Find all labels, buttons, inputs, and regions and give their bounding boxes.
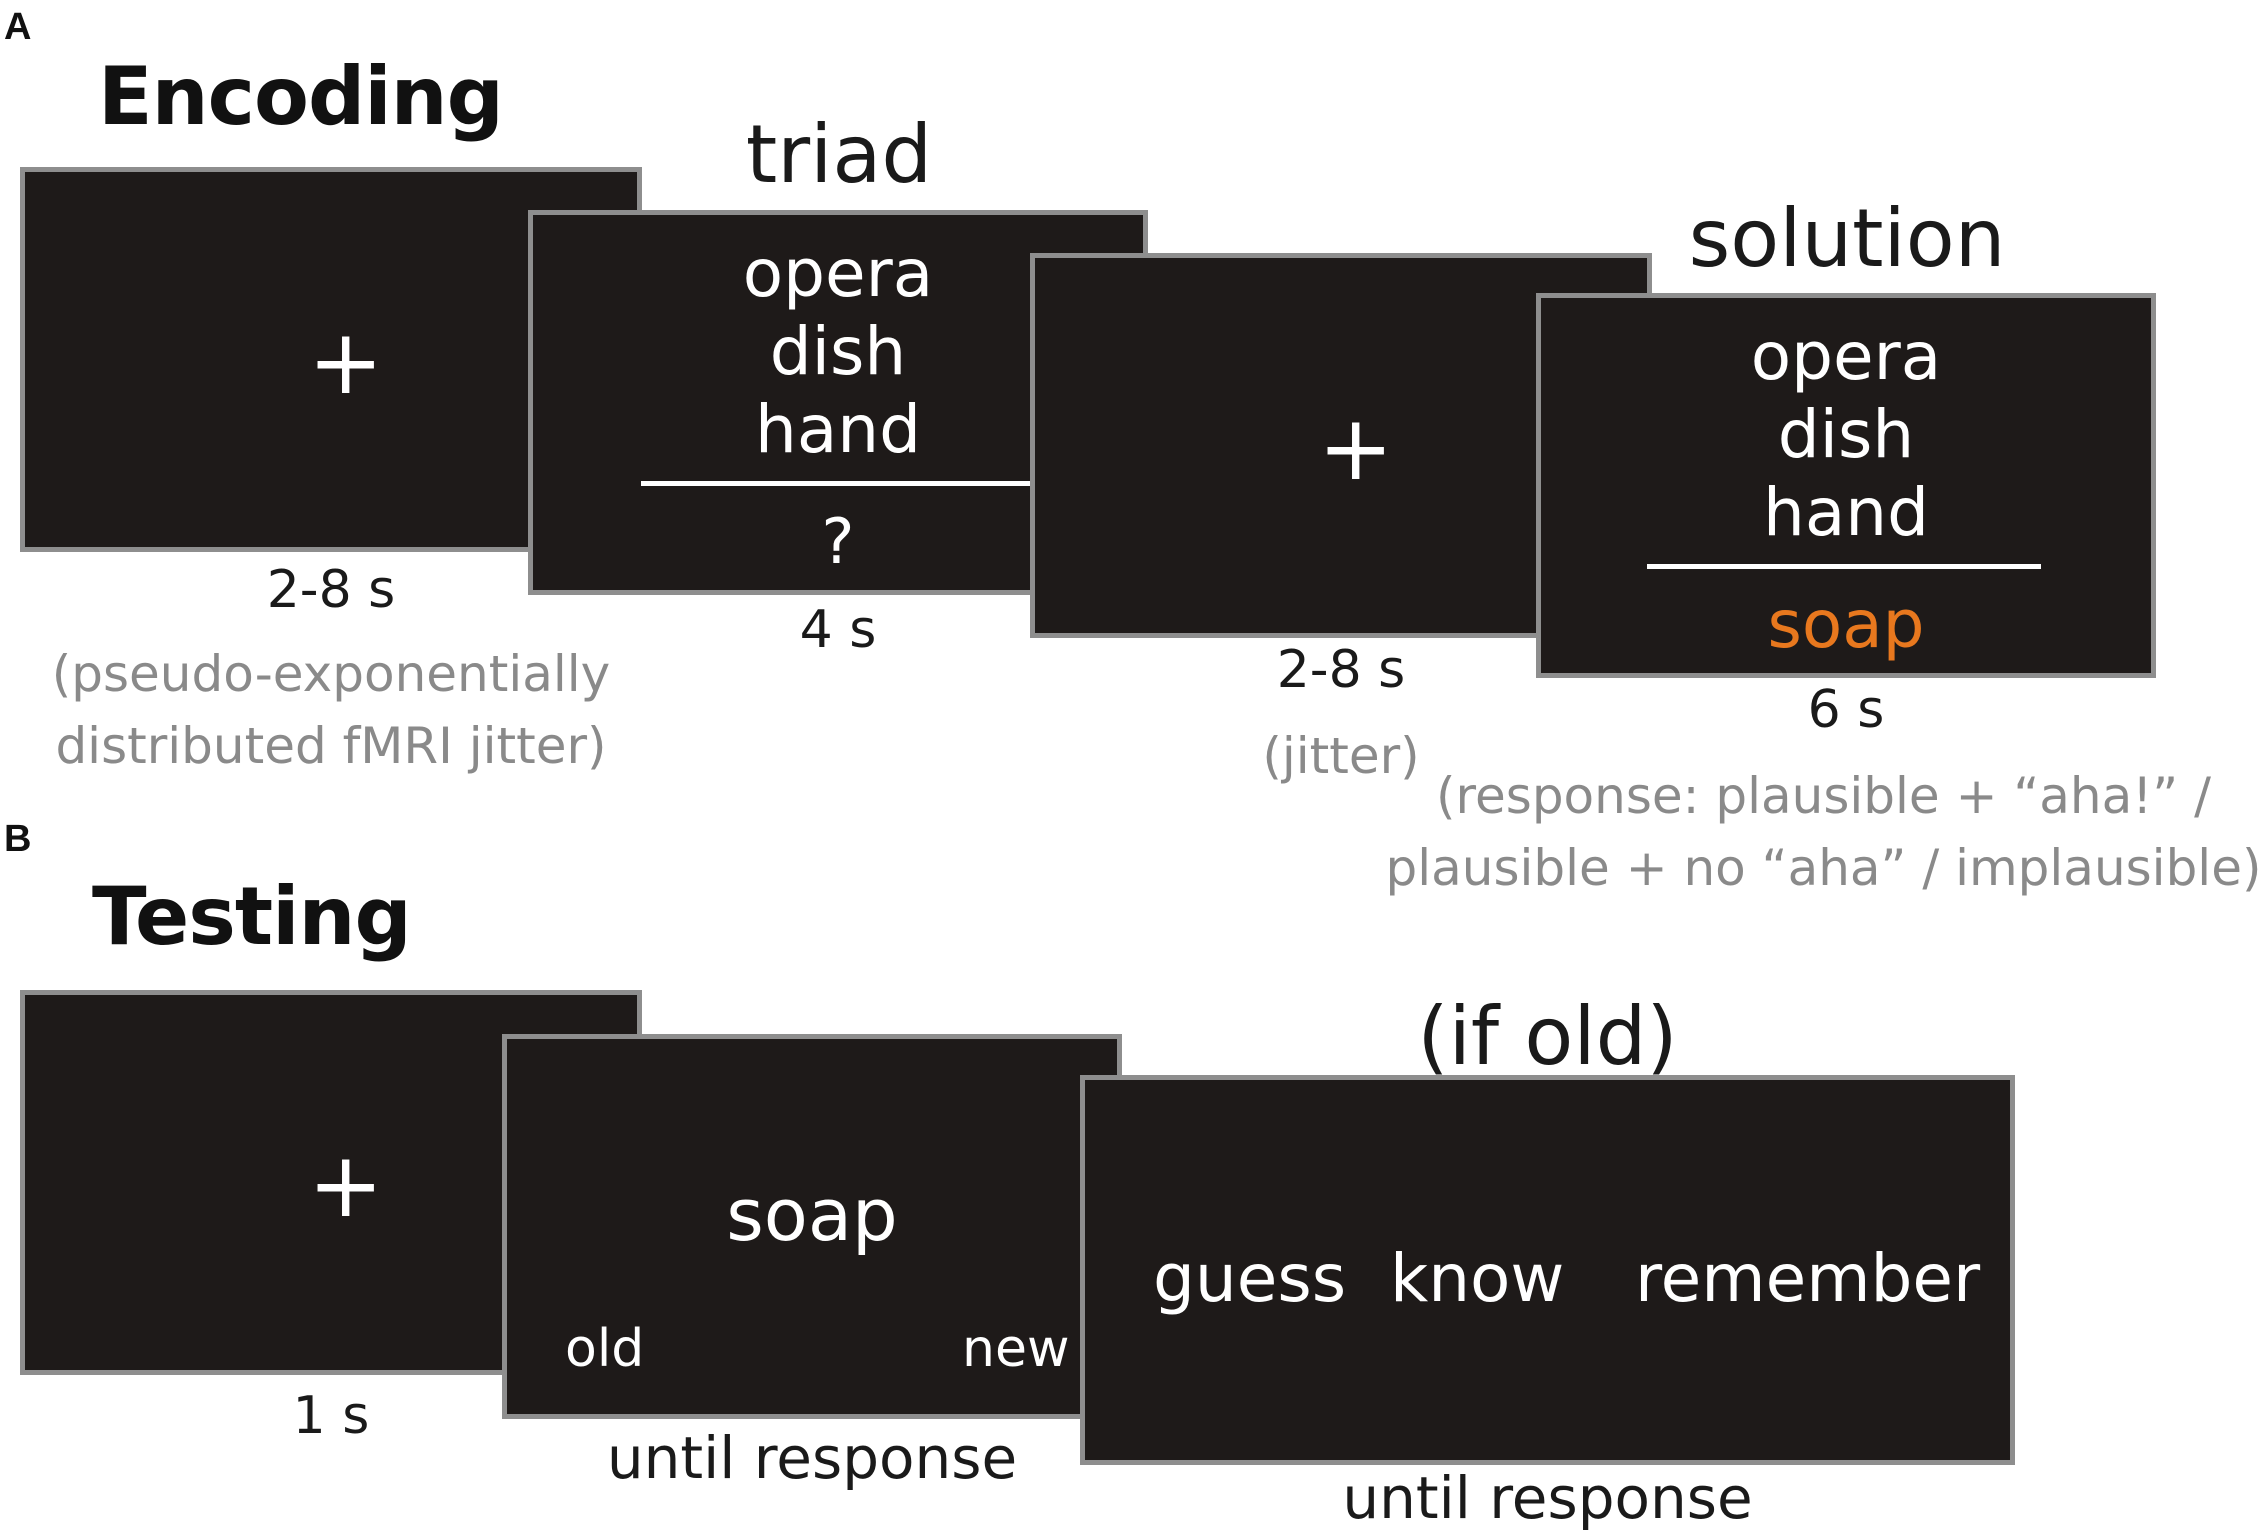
encoding-title: Encoding bbox=[98, 50, 504, 143]
recognition-screen: soap old new bbox=[502, 1034, 1122, 1419]
testing-title: Testing bbox=[92, 870, 412, 963]
solution-response-note-2: plausible + no “aha” / implausible) bbox=[1385, 839, 2262, 897]
triad-duration: 4 s bbox=[799, 600, 877, 660]
solution-title: solution bbox=[1688, 192, 2006, 285]
fixation-cross-icon: + bbox=[1318, 396, 1394, 501]
encoding-fixation-note-2: distributed fMRI jitter) bbox=[55, 717, 607, 775]
recognition-duration: until response bbox=[606, 1424, 1018, 1492]
encoding-jitter-duration: 2-8 s bbox=[1276, 640, 1406, 700]
fixation-cross-icon: + bbox=[308, 310, 384, 415]
remember-option[interactable]: remember bbox=[1635, 1240, 1981, 1317]
triad-word: hand bbox=[755, 391, 921, 468]
panel-letter-a: A bbox=[4, 6, 32, 48]
triad-word: opera bbox=[742, 235, 934, 312]
triad-word: dish bbox=[769, 313, 907, 390]
old-option[interactable]: old bbox=[565, 1319, 645, 1379]
guess-option[interactable]: guess bbox=[1153, 1240, 1347, 1317]
solution-response-note-1: (response: plausible + “aha!” / bbox=[1436, 767, 2211, 825]
triad-prompt: ? bbox=[821, 505, 855, 578]
encoding-fixation-note-1: (pseudo-exponentially bbox=[51, 645, 611, 703]
rkg-duration: until response bbox=[1342, 1464, 1753, 1532]
fixation-cross-icon: + bbox=[308, 1133, 384, 1238]
testing-fixation-duration: 1 s bbox=[292, 1386, 370, 1446]
solution-word: opera bbox=[1750, 318, 1942, 395]
panel-letter-b: B bbox=[4, 818, 32, 860]
solution-divider bbox=[1647, 564, 2041, 569]
solution-screen: opera dish hand soap bbox=[1536, 293, 2156, 678]
rkg-title: (if old) bbox=[1417, 990, 1678, 1083]
recognition-word: soap bbox=[726, 1173, 898, 1257]
encoding-jitter-note: (jitter) bbox=[1262, 727, 1420, 785]
rkg-screen: guess know remember bbox=[1080, 1075, 2015, 1465]
solution-answer: soap bbox=[1767, 586, 1925, 663]
new-option[interactable]: new bbox=[962, 1319, 1070, 1379]
encoding-fixation-duration: 2-8 s bbox=[266, 560, 396, 620]
solution-duration: 6 s bbox=[1807, 680, 1885, 740]
know-option[interactable]: know bbox=[1390, 1240, 1565, 1317]
triad-divider bbox=[641, 481, 1041, 486]
triad-title: triad bbox=[745, 108, 933, 201]
solution-word: hand bbox=[1763, 474, 1929, 551]
solution-word: dish bbox=[1777, 396, 1915, 473]
